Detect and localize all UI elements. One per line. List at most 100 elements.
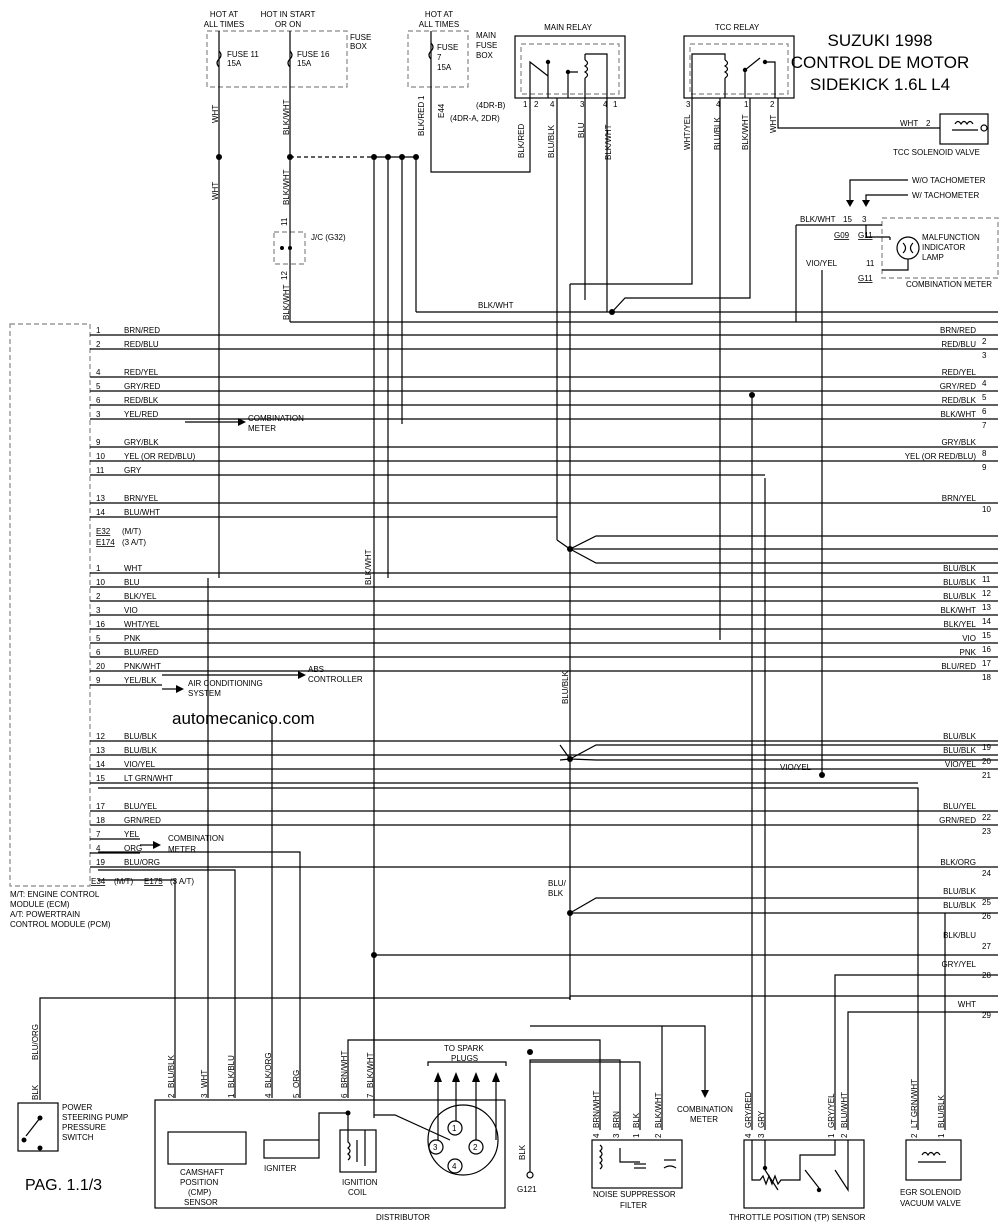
- egr-box: [905, 1139, 962, 1181]
- ecm-pin-number: 3: [96, 606, 101, 615]
- right-wire-color: BLK/YEL: [944, 620, 977, 629]
- ecm-wire-color: GRY/BLK: [124, 438, 159, 447]
- ecm-wire-color: BLU/BLK: [124, 732, 158, 741]
- right-connector-number: 25: [982, 898, 991, 907]
- main-fuse-box-label-3: BOX: [476, 51, 494, 60]
- right-wire-color: RED/BLU: [941, 340, 976, 349]
- main-relay-wire-blublk: BLU/BLK: [547, 124, 556, 158]
- cm-wire-vioyel: VIO/YEL: [806, 259, 838, 268]
- ecm-pin-number: 9: [96, 676, 101, 685]
- tcc-relay-wire-whtyel: WHT/YEL: [683, 114, 692, 150]
- main-fuse-box-label-2: FUSE: [476, 41, 497, 50]
- right-wire-color: VIO/YEL: [945, 760, 977, 769]
- egr-label-2: VACUUM VALVE: [900, 1199, 961, 1208]
- tcc-solenoid-valve: WHT 2 TCC SOLENOID VALVE: [777, 98, 989, 157]
- right-connector-number: 10: [982, 505, 991, 514]
- cmp-label-4: SENSOR: [184, 1198, 218, 1207]
- tcc-relay: TCC RELAY 3 4 1 2 WHT/YEL BLU/BLK BLK/WH…: [683, 23, 795, 150]
- cm-pin-11: 11: [866, 259, 875, 268]
- cyl-3: 3: [433, 1143, 438, 1152]
- tcc-relay-pin-4: 4: [716, 100, 721, 109]
- coil-label-2: COIL: [348, 1188, 367, 1197]
- cyl-1: 1: [452, 1124, 457, 1133]
- right-wire-color: GRN/RED: [939, 816, 976, 825]
- ecm-wire-color: LT GRN/WHT: [124, 774, 173, 783]
- ecm-wire-color: BLU/RED: [124, 648, 159, 657]
- distributor-pin-number: 2: [167, 1093, 176, 1098]
- tcc-sol-wire: WHT: [900, 119, 918, 128]
- main-relay-wire-blkred: BLK/RED: [517, 124, 526, 158]
- mil-lamp-icon: [896, 236, 920, 260]
- distributor-wire-color: BLK/ORG: [264, 1052, 273, 1088]
- tcc-relay-coil: [723, 59, 729, 79]
- right-connector-number: 11: [982, 575, 991, 584]
- ps-label-1: POWER: [62, 1103, 92, 1112]
- ecm-wire-color: BLU: [124, 578, 140, 587]
- ecm-wire-color: GRY/RED: [124, 382, 161, 391]
- ecm-wire-color: ORG: [124, 844, 142, 853]
- main-relay-box: [514, 35, 626, 99]
- distributor-cap: [427, 1104, 499, 1176]
- main-fuse-box-outline: [407, 30, 469, 88]
- right-connector-number: 29: [982, 1011, 991, 1020]
- connector-e44: E44: [437, 103, 446, 118]
- ecm-wire-color: RED/BLU: [124, 340, 159, 349]
- junction-connector: J/C (G32) 11 12: [273, 217, 346, 280]
- right-connector-number: 8: [982, 449, 987, 458]
- main-relay-pin-4b: 4: [603, 100, 608, 109]
- ecm-pin-number: 4: [96, 844, 101, 853]
- jc-pin-11: 11: [280, 217, 289, 226]
- ground-symbol: [526, 1171, 534, 1179]
- wire-label-blublk-mid: BLU/BLK: [561, 670, 570, 704]
- connector-e32: E32: [96, 527, 111, 536]
- ecm-pin-number: 16: [96, 620, 105, 629]
- main-relay-title: MAIN RELAY: [544, 23, 593, 32]
- ecm-wire-color: BRN/YEL: [124, 494, 159, 503]
- mil-label-3: LAMP: [922, 253, 944, 262]
- fuse-16-amp: 15A: [297, 59, 312, 68]
- ecm-wire-color: BLU/BLK: [124, 746, 158, 755]
- tcc-relay-title: TCC RELAY: [715, 23, 760, 32]
- ecm-note-3: A/T: POWERTRAIN: [10, 910, 80, 919]
- connector-g09: G09: [834, 231, 850, 240]
- right-wire-color: BLU/BLK: [943, 592, 977, 601]
- distributor-pin-number: 3: [200, 1093, 209, 1098]
- right-connector-number: 12: [982, 589, 991, 598]
- right-wire-color: BLU/BLK: [943, 887, 977, 896]
- right-connector-number: 13: [982, 603, 991, 612]
- nsf-pin-number: 4: [592, 1133, 601, 1138]
- fuse-box: HOT AT ALL TIMES HOT IN START OR ON FUSE…: [204, 10, 371, 88]
- right-connector-number: 23: [982, 827, 991, 836]
- right-wire-color: BRN/YEL: [942, 494, 977, 503]
- distributor-wire-color: BRN/WHT: [340, 1051, 349, 1088]
- title-line-1: SUZUKI 1998: [828, 31, 933, 50]
- ecm-wire-color: BRN/RED: [124, 326, 160, 335]
- ecm-pin-number: 6: [96, 648, 101, 657]
- wire-label-wht-2: WHT: [211, 182, 220, 200]
- right-wire-color: RED/BLK: [942, 396, 977, 405]
- nsf-wire-color: BRN/WHT: [592, 1091, 601, 1128]
- nsf-wire-color: BLK: [632, 1112, 641, 1128]
- ecm-wire-color: YEL/RED: [124, 410, 158, 419]
- tcc-relay-pin-2: 2: [770, 100, 775, 109]
- right-connector-number: 21: [982, 771, 991, 780]
- right-connector-number: 19: [982, 743, 991, 752]
- cmp-label-1: CAMSHAFT: [180, 1168, 224, 1177]
- distributor-wire-color: BLU/BLK: [167, 1054, 176, 1088]
- ecm-pin-number: 14: [96, 508, 105, 517]
- hot-start-label-2: OR ON: [275, 20, 301, 29]
- ecm-pin-number: 17: [96, 802, 105, 811]
- distributor: 2BLU/BLK3WHT1BLK/BLU4BLK/ORG5ORG6BRN/WHT…: [154, 1044, 507, 1222]
- watermark-text: automecanico.com: [172, 709, 315, 728]
- wire-label-blkwht-row1: BLK/WHT: [478, 301, 514, 310]
